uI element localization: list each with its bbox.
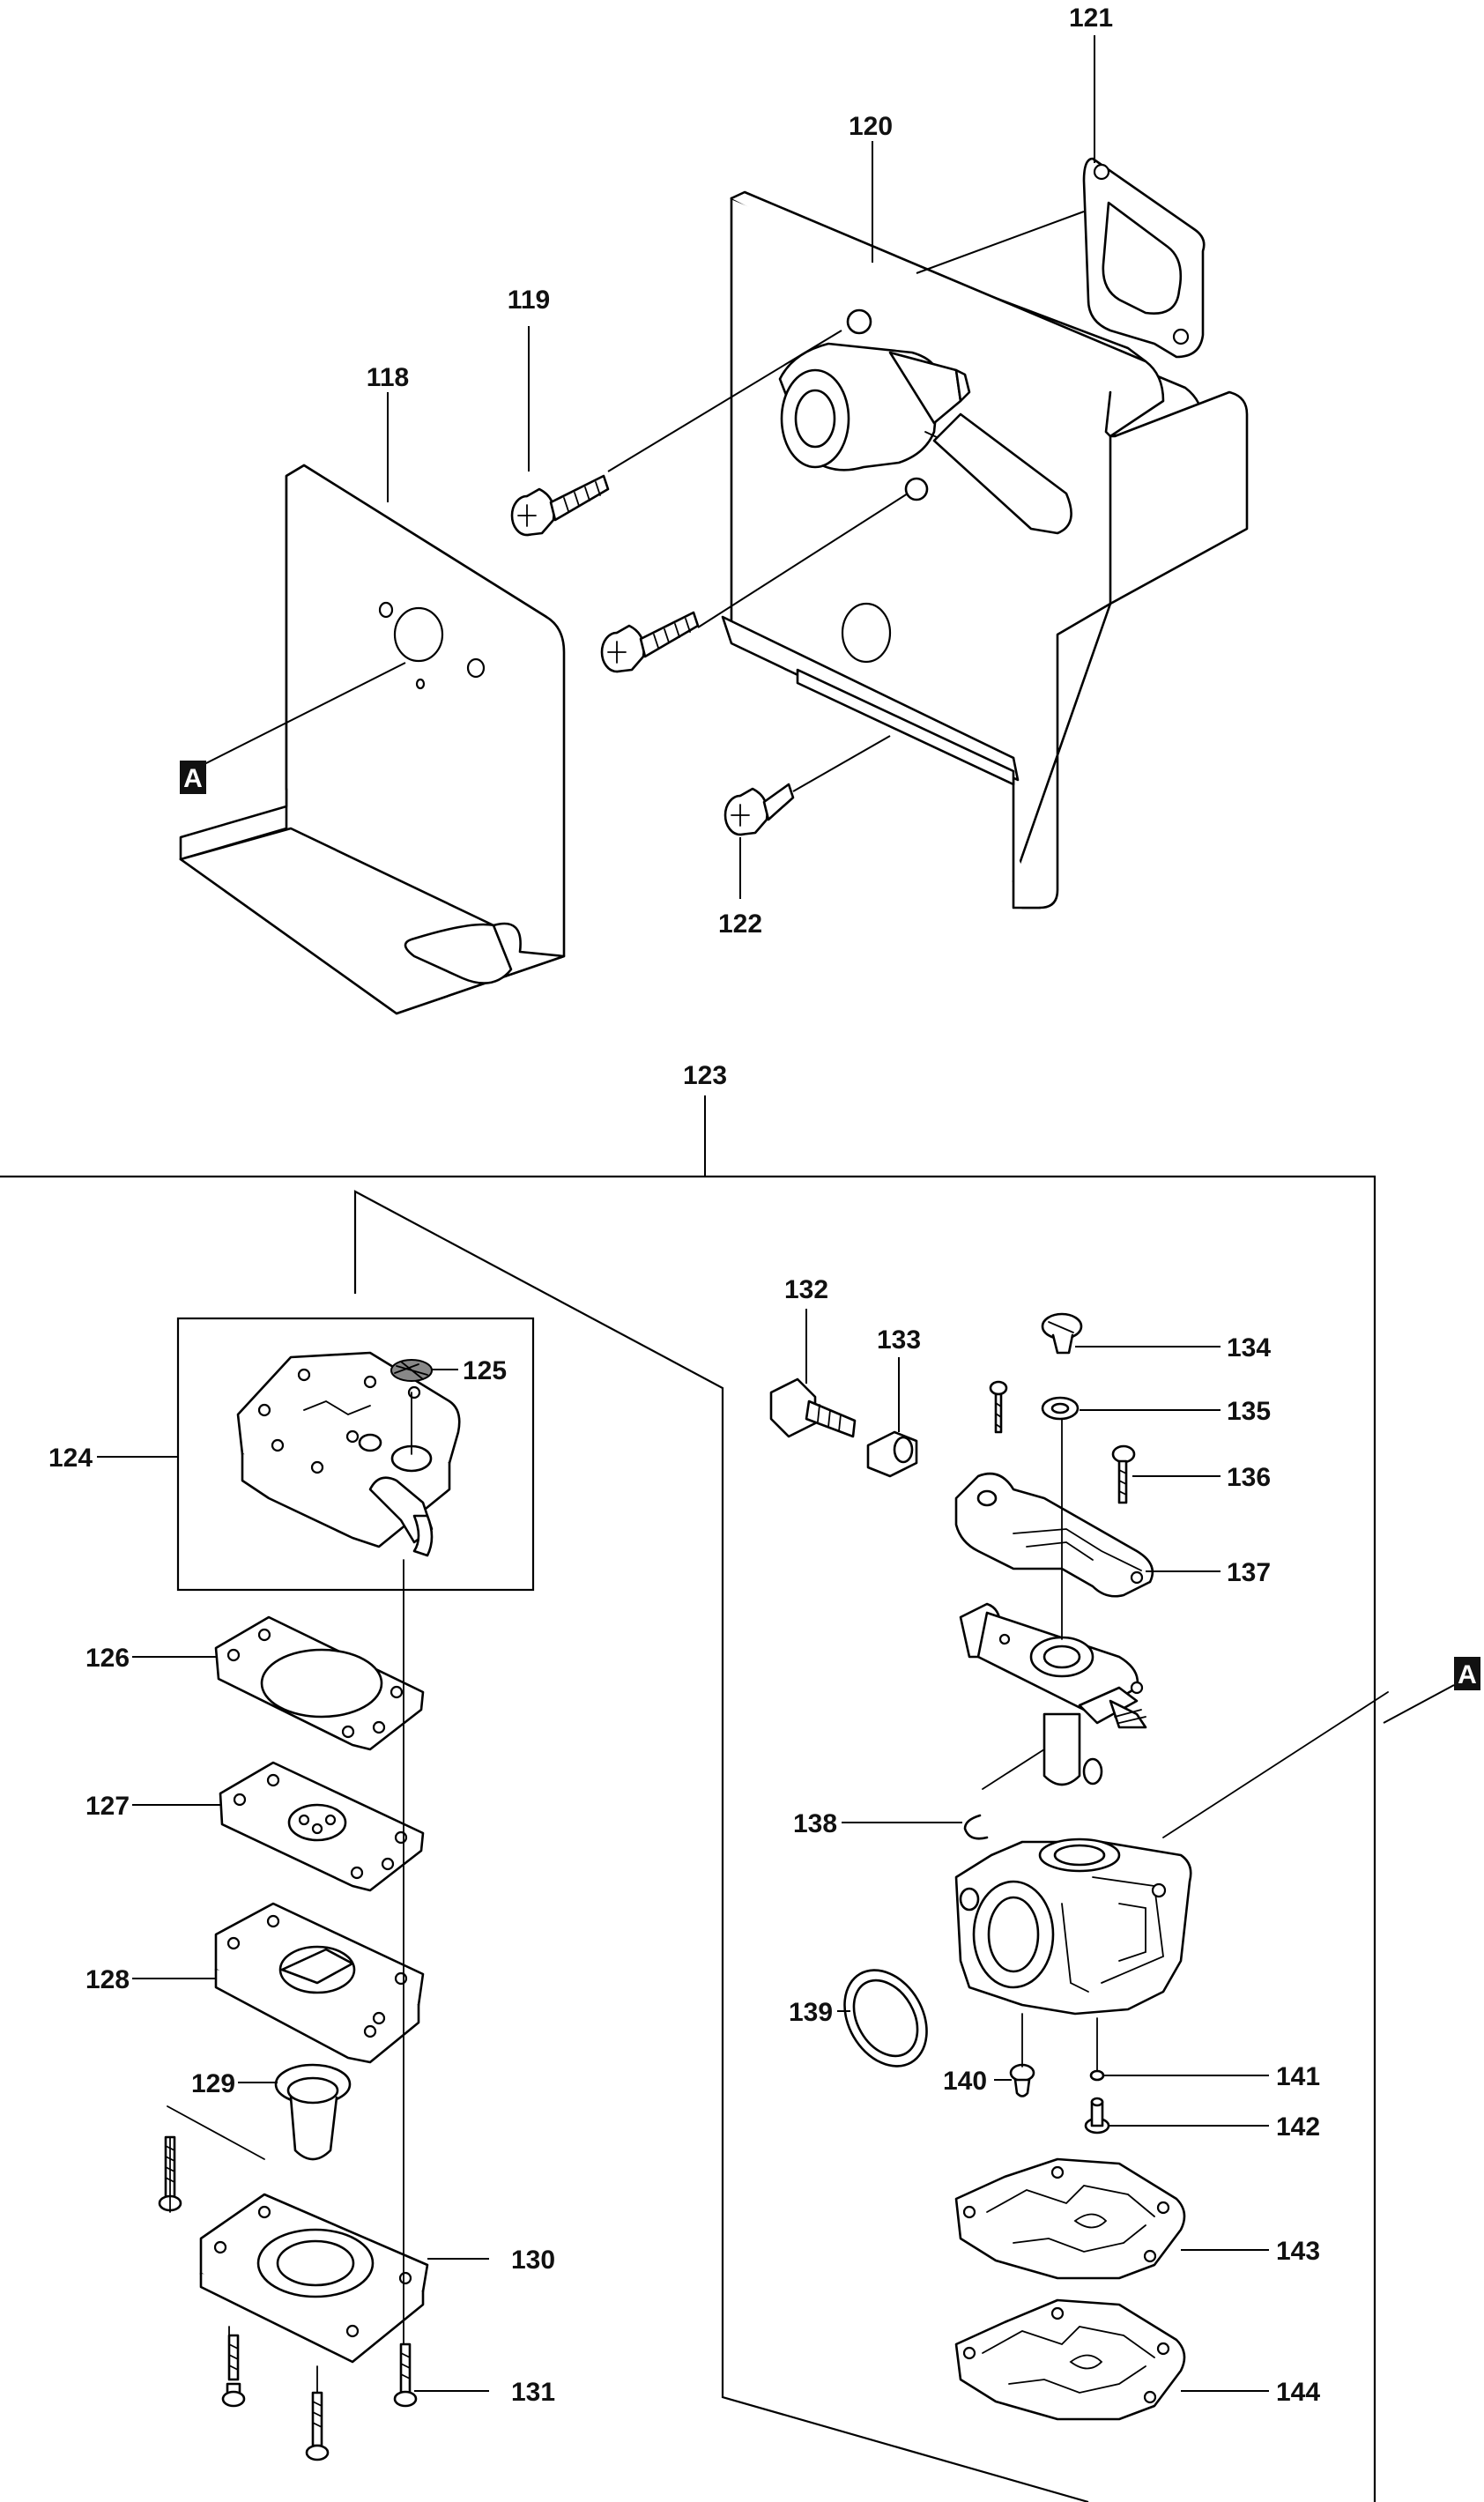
- kit-frame-123: [0, 1175, 1376, 2502]
- carburetor-body: [954, 1838, 1192, 2016]
- leader-lines-right: [805, 1309, 1269, 2392]
- label-144: 144: [1276, 2378, 1320, 2407]
- label-121: 121: [1069, 4, 1113, 33]
- part-119-screws: [510, 474, 700, 673]
- part-125-filter: [390, 1359, 433, 1382]
- svg-text:A: A: [1458, 1660, 1477, 1689]
- label-141: 141: [1276, 2062, 1320, 2091]
- label-119: 119: [508, 286, 550, 315]
- assembly-lines-left: [167, 1559, 404, 2394]
- part-132-adjust-screw: [769, 1377, 857, 1438]
- part-128-pump-body: [214, 1902, 425, 2064]
- label-128: 128: [85, 1965, 130, 1994]
- reference-mark-a-right: A: [1383, 1657, 1480, 1724]
- part-136-screw: [1111, 1444, 1136, 1504]
- label-131: 131: [511, 2378, 555, 2407]
- part-120-bracket: [721, 190, 1249, 909]
- label-130: 130: [511, 2246, 555, 2275]
- label-125: 125: [463, 1356, 507, 1385]
- part-126-gasket: [214, 1615, 425, 1751]
- part-143-gasket: [954, 2157, 1186, 2280]
- part-122-screw: [723, 783, 795, 836]
- label-127: 127: [85, 1792, 130, 1821]
- small-screw: [989, 1380, 1008, 1434]
- label-135: 135: [1227, 1397, 1271, 1426]
- label-122: 122: [718, 909, 762, 939]
- assembly-lines-right: [1021, 1691, 1389, 2072]
- part-139-o-ring: [843, 1969, 928, 2068]
- label-142: 142: [1276, 2112, 1320, 2142]
- part-140-plug: [1009, 2063, 1035, 2097]
- label-134: 134: [1227, 1333, 1271, 1362]
- label-126: 126: [85, 1644, 130, 1673]
- part-124-pump-cover: [176, 1317, 535, 1592]
- reference-mark-a-left: A: [180, 761, 206, 794]
- svg-text:A: A: [183, 764, 203, 793]
- label-140: 140: [943, 2067, 987, 2096]
- label-143: 143: [1276, 2237, 1320, 2266]
- label-124: 124: [48, 1444, 93, 1473]
- label-123: 123: [683, 1061, 727, 1090]
- label-129: 129: [191, 2069, 235, 2098]
- leader-lines-top: [202, 35, 1095, 899]
- label-133: 133: [877, 1325, 921, 1355]
- part-130-cover: [199, 2193, 429, 2364]
- label-136: 136: [1227, 1463, 1271, 1492]
- part-138-clip: [963, 1814, 989, 1840]
- leader-lines-left: [97, 1369, 489, 2392]
- part-129-cup: [274, 2063, 352, 2161]
- part-142-needle: [1084, 2097, 1110, 2134]
- part-135-washer: [1041, 1396, 1080, 1421]
- part-131-screws: [158, 2135, 418, 2461]
- label-132: 132: [784, 1275, 828, 1304]
- part-121-gasket: [1082, 157, 1206, 359]
- label-138: 138: [793, 1809, 837, 1838]
- part-141-ring: [1089, 2069, 1105, 2082]
- label-139: 139: [789, 1998, 833, 2027]
- part-137-lever: [954, 1472, 1154, 1598]
- throttle-valve-assembly: [959, 1418, 1147, 1790]
- label-137: 137: [1227, 1558, 1271, 1587]
- part-118-insulator-plate: [179, 464, 566, 1015]
- part-127-diaphragm: [219, 1761, 425, 1892]
- part-133-bushing: [866, 1430, 918, 1478]
- label-120: 120: [849, 112, 893, 141]
- label-118: 118: [367, 363, 409, 392]
- part-134-screw: [1041, 1312, 1083, 1355]
- part-144-diaphragm: [954, 2298, 1186, 2421]
